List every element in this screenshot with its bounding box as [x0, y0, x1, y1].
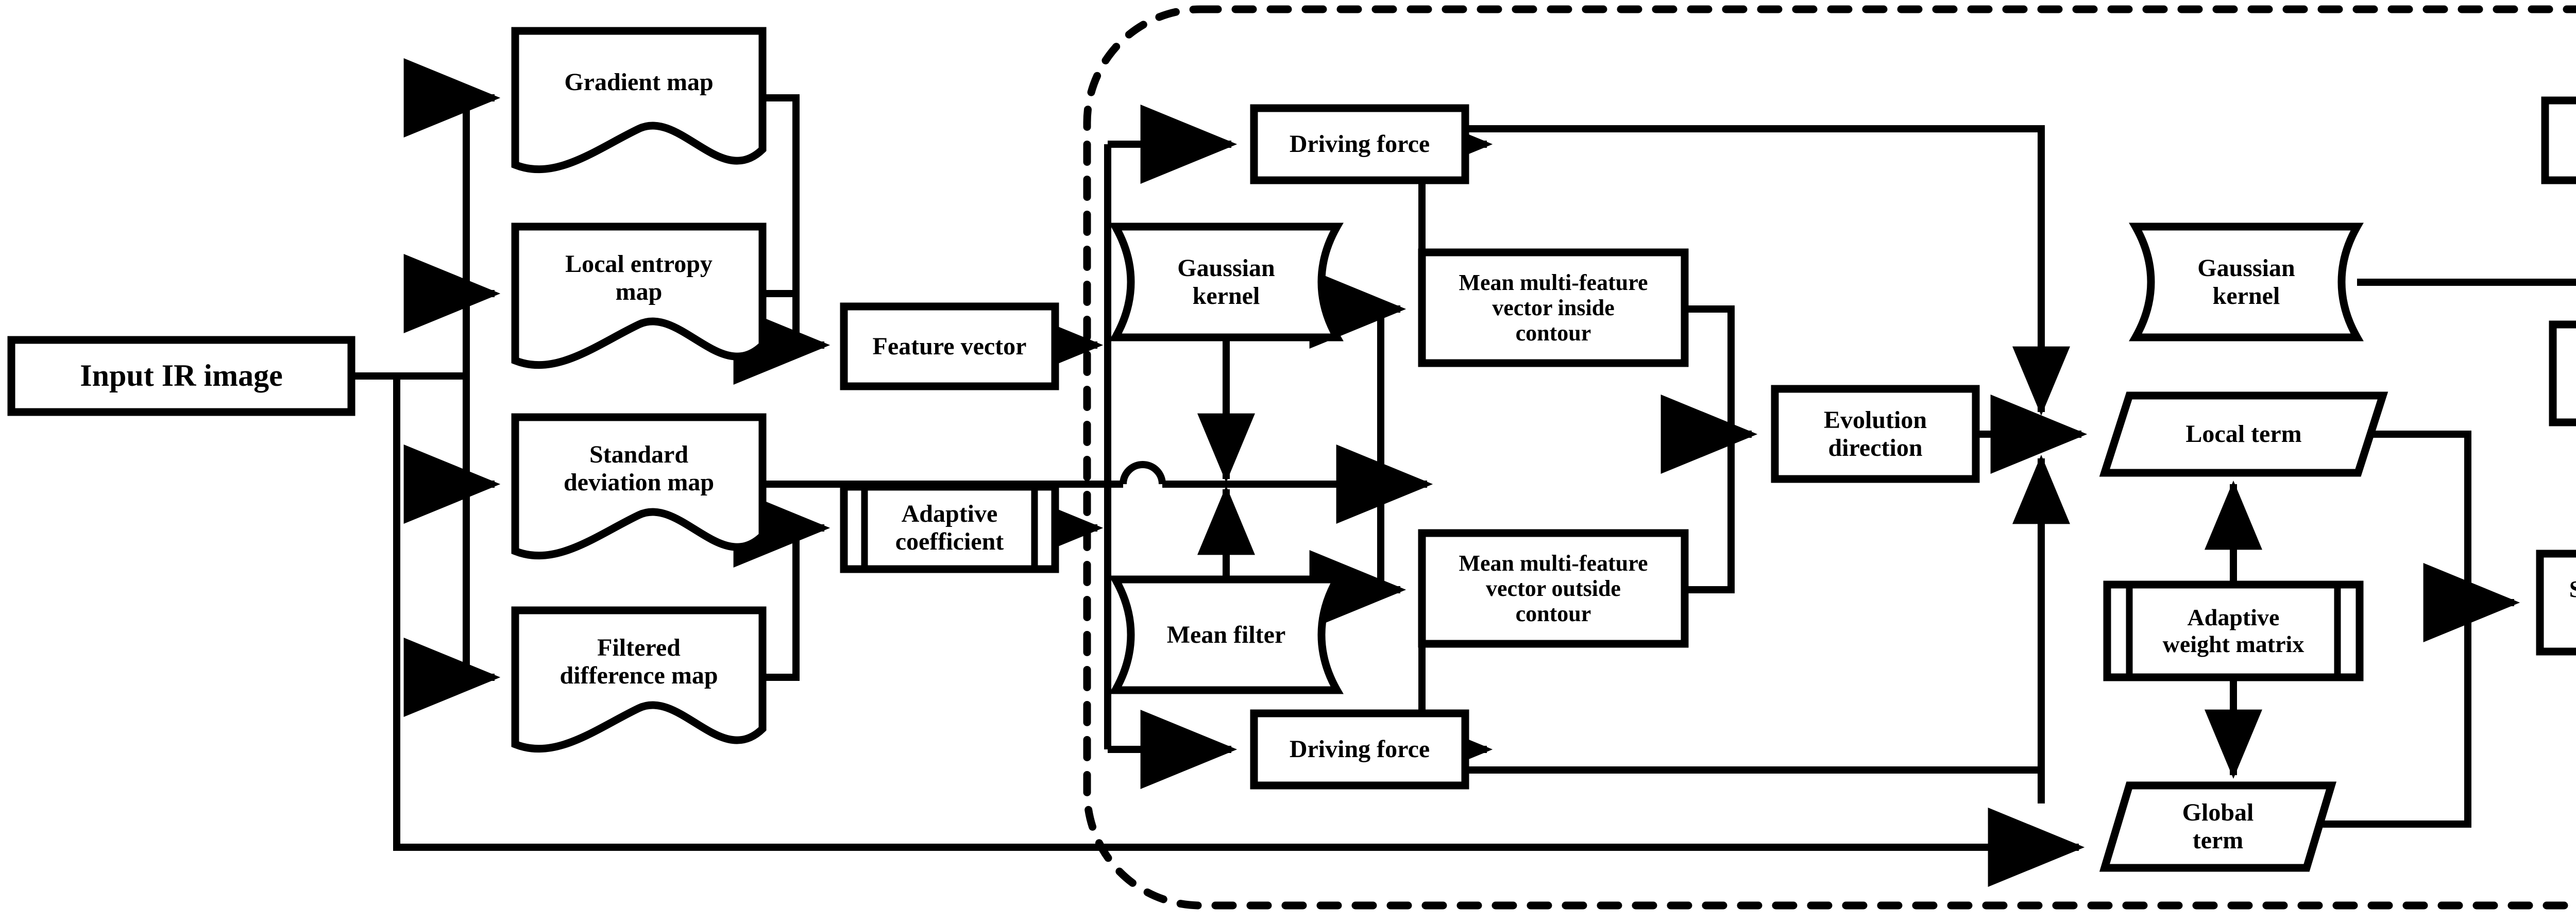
node-shape-local-entropy-map — [511, 223, 767, 369]
node-shape-signed-pressure — [2536, 550, 2576, 656]
node-shape-evolution-direction — [1771, 385, 1980, 483]
node-shape-driving-force-bottom — [1250, 709, 1469, 790]
node-shape-gaussian-kernel-2 — [2129, 223, 2364, 341]
node-shape-std-dev-map — [511, 413, 767, 560]
node-shape-mean-outside — [1418, 529, 1689, 648]
node-shape-adaptive-weight-matrix — [2103, 580, 2364, 681]
iterations-boundary — [1083, 5, 2576, 910]
node-shape-adaptive-coefficient — [840, 483, 1059, 573]
node-shape-driving-force-top — [1250, 104, 1469, 184]
node-shape-regularization — [2541, 96, 2576, 184]
node-shape-local-term — [2099, 391, 2388, 477]
node-shape-mean-inside — [1418, 248, 1689, 367]
node-shape-global-term — [2099, 781, 2337, 872]
node-shape-level-set — [2549, 320, 2576, 426]
node-shape-input — [7, 336, 355, 416]
node-shape-filtered-diff-map — [511, 606, 767, 753]
node-shape-gaussian-kernel-1 — [1109, 223, 1344, 341]
node-shape-feature-vector — [840, 302, 1059, 390]
node-shape-mean-filter — [1109, 575, 1344, 694]
node-shape-gradient-map — [511, 27, 767, 174]
